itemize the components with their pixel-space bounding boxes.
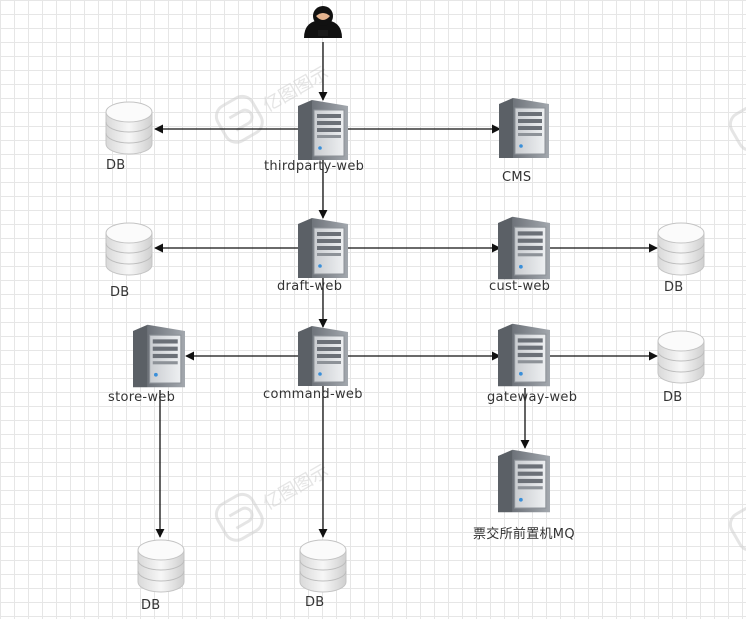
database-icon-top[interactable] [105,101,153,155]
database-icon-draft[interactable] [105,222,153,276]
label-cust-web: cust-web [489,279,551,294]
user-icon[interactable] [304,6,342,38]
server-icon-draft-web[interactable] [297,218,349,278]
database-icon-gateway[interactable] [657,330,705,384]
server-icon-gateway-web[interactable] [498,323,550,387]
label-store-web: store-web [108,390,176,405]
label-thirdparty-web: thirdparty-web [264,159,365,174]
watermark: 亿图图示 亿图图示 [214,62,746,552]
label-db-top: DB [106,158,126,173]
server-icon-command-web[interactable] [297,326,349,386]
database-icon-cust[interactable] [657,222,705,276]
label-draft-web: draft-web [277,279,343,294]
server-icon-cms[interactable] [498,98,550,158]
server-icon-mq[interactable] [498,449,550,513]
server-icon-cust-web[interactable] [498,216,550,280]
label-db-cust: DB [664,280,684,295]
database-icon-store[interactable] [137,539,185,593]
label-db-gateway: DB [663,390,683,405]
label-cms: CMS [502,170,532,185]
database-icon-command[interactable] [299,539,347,593]
label-command-web: command-web [263,387,363,402]
label-db-command: DB [305,595,325,610]
label-gateway-web: gateway-web [487,390,578,405]
watermark-text-bottom: 亿图图示 [260,460,333,514]
label-db-draft: DB [110,285,130,300]
label-mq: 票交所前置机MQ [473,527,575,542]
label-db-store: DB [141,598,161,613]
server-icon-store-web[interactable] [133,324,185,388]
server-icon-thirdparty-web[interactable] [297,100,349,160]
